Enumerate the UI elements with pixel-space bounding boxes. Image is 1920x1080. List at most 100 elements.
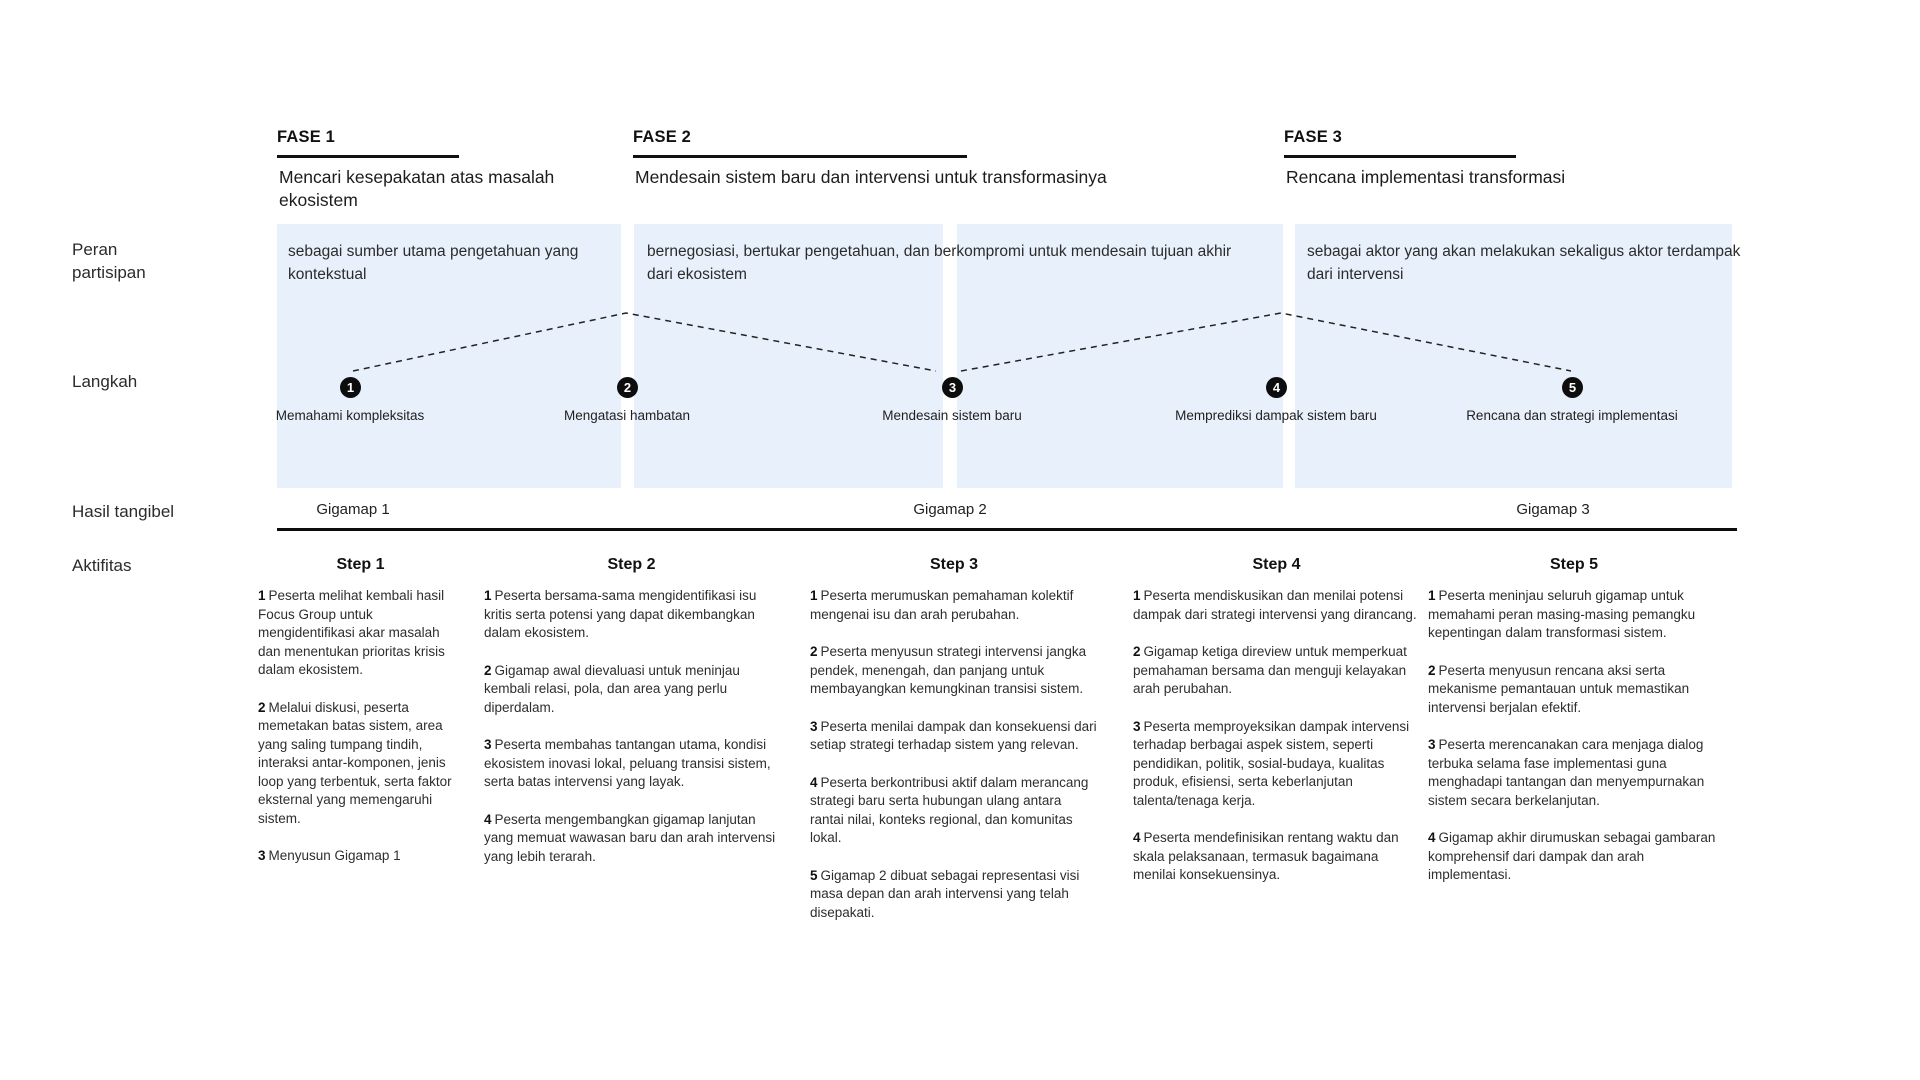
role-text-fase3: sebagai aktor yang akan melakukan sekali… xyxy=(1307,243,1741,283)
activity-item-number: 2 xyxy=(258,699,266,715)
activity-item-number: 3 xyxy=(484,737,492,752)
activity-item-text: Gigamap ketiga direview untuk memperkuat… xyxy=(1133,644,1407,696)
step-2-label: Mengatasi hambatan xyxy=(563,408,691,423)
activity-item-text: Peserta mendiskusikan dan menilai potens… xyxy=(1133,588,1417,622)
activity-item-number: 3 xyxy=(1133,718,1141,734)
activity-item-text: Melalui diskusi, peserta memetakan batas… xyxy=(258,699,452,826)
activity-item-number: 2 xyxy=(810,644,818,659)
activity-item-number: 1 xyxy=(484,588,492,603)
role-text-fase2: bernegosiasi, bertukar pengetahuan, dan … xyxy=(647,243,1232,283)
row-label-langkah: Langkah xyxy=(72,372,138,391)
activity-item-number: 5 xyxy=(810,867,818,883)
activity-item-text: Peserta merencanakan cara menjaga dialog… xyxy=(1428,737,1705,808)
step-5-label: Rencana dan strategi implementasi xyxy=(1466,408,1678,423)
activity-item-text: Peserta menyusun strategi intervensi jan… xyxy=(810,644,1087,696)
activity-item-text: Peserta merumuskan pemahaman kolektif me… xyxy=(810,588,1074,622)
activity-item-text: Peserta menilai dampak dan konsekuensi d… xyxy=(810,718,1097,753)
activity-item-number: 2 xyxy=(1133,644,1141,659)
activity-item-text: Gigamap awal dievaluasi untuk meninjau k… xyxy=(484,662,740,715)
output-gigamap-3: Gigamap 3 xyxy=(1516,501,1590,518)
activity-item-text: Menyusun Gigamap 1 xyxy=(268,848,401,863)
activity-item-text: Gigamap akhir dirumuskan sebagai gambara… xyxy=(1428,830,1716,882)
activity-item-number: 1 xyxy=(1133,588,1141,603)
activities-step-4-title: Step 4 xyxy=(1252,556,1301,573)
activity-item-number: 4 xyxy=(1428,830,1436,845)
activity-item-number: 3 xyxy=(258,848,266,863)
step-4-label: Memprediksi dampak sistem baru xyxy=(1175,408,1377,423)
activities-step-3-title: Step 3 xyxy=(929,556,978,573)
activity-item-text: Peserta melihat kembali hasil Focus Grou… xyxy=(258,588,445,677)
activity-item-number: 3 xyxy=(810,718,818,734)
output-gigamap-2: Gigamap 2 xyxy=(913,501,987,518)
activity-item-number: 3 xyxy=(1428,737,1436,752)
step-3-badge: 3 xyxy=(942,377,963,398)
step-2-badge: 2 xyxy=(617,377,638,398)
step-1-label: Memahami kompleksitas xyxy=(275,408,425,423)
step-5-badge: 5 xyxy=(1562,377,1583,398)
step-3-label: Mendesain sistem baru xyxy=(882,408,1022,423)
activity-item-number: 4 xyxy=(1133,830,1141,845)
activity-item-number: 1 xyxy=(1428,588,1436,603)
step-1-badge: 1 xyxy=(340,377,361,398)
output-gigamap-1: Gigamap 1 xyxy=(316,501,390,518)
row-label-peran-partisipan: Peran partisipan xyxy=(72,240,146,282)
phase-1-underline xyxy=(277,155,459,158)
activity-item-number: 2 xyxy=(1428,662,1436,678)
phase-1-title: FASE 1 xyxy=(277,128,336,146)
activity-item-text: Peserta membahas tantangan utama, kondis… xyxy=(484,737,771,789)
phase-3-subtitle: Rencana implementasi transformasi xyxy=(1286,167,1566,187)
activity-item-text: Peserta mendefinisikan rentang waktu dan… xyxy=(1133,830,1399,882)
activity-item-text: Peserta meninjau seluruh gigamap untuk m… xyxy=(1428,588,1696,640)
activity-item-text: Peserta menyusun rencana aksi serta meka… xyxy=(1428,662,1690,715)
activity-item-number: 1 xyxy=(258,588,266,603)
activity-item-number: 4 xyxy=(484,811,492,827)
phase-2-title: FASE 2 xyxy=(633,128,692,146)
phase-3-title: FASE 3 xyxy=(1284,128,1343,146)
activity-item-number: 1 xyxy=(810,588,818,603)
row-label-aktifitas: Aktifitas xyxy=(72,556,132,575)
phase-1-subtitle: Mencari kesepakatan atas masalah ekosist… xyxy=(279,167,555,210)
activity-item-text: Peserta mengembangkan gigamap lanjutan y… xyxy=(484,811,776,864)
activity-item-text: Peserta memproyeksikan dampak intervensi… xyxy=(1133,718,1410,808)
activity-item-text: Gigamap 2 dibuat sebagai representasi vi… xyxy=(810,867,1080,920)
outputs-divider-line xyxy=(277,528,1737,531)
activity-item-text: Peserta bersama-sama mengidentifikasi is… xyxy=(484,588,757,640)
activity-item-number: 2 xyxy=(484,662,492,678)
phase-3-underline xyxy=(1284,155,1516,158)
row-label-hasil-tangibel: Hasil tangibel xyxy=(72,502,175,521)
activity-item-text: Peserta berkontribusi aktif dalam meranc… xyxy=(810,774,1089,846)
activities-step-1-title: Step 1 xyxy=(336,556,385,573)
role-text-fase1: sebagai sumber utama pengetahuan yang ko… xyxy=(288,243,579,283)
phase-2-underline xyxy=(633,155,967,158)
activities-step-5-title: Step 5 xyxy=(1549,556,1598,573)
activity-item-number: 4 xyxy=(810,774,818,790)
phase-2-subtitle: Mendesain sistem baru dan intervensi unt… xyxy=(635,167,1107,187)
step-4-badge: 4 xyxy=(1266,377,1287,398)
